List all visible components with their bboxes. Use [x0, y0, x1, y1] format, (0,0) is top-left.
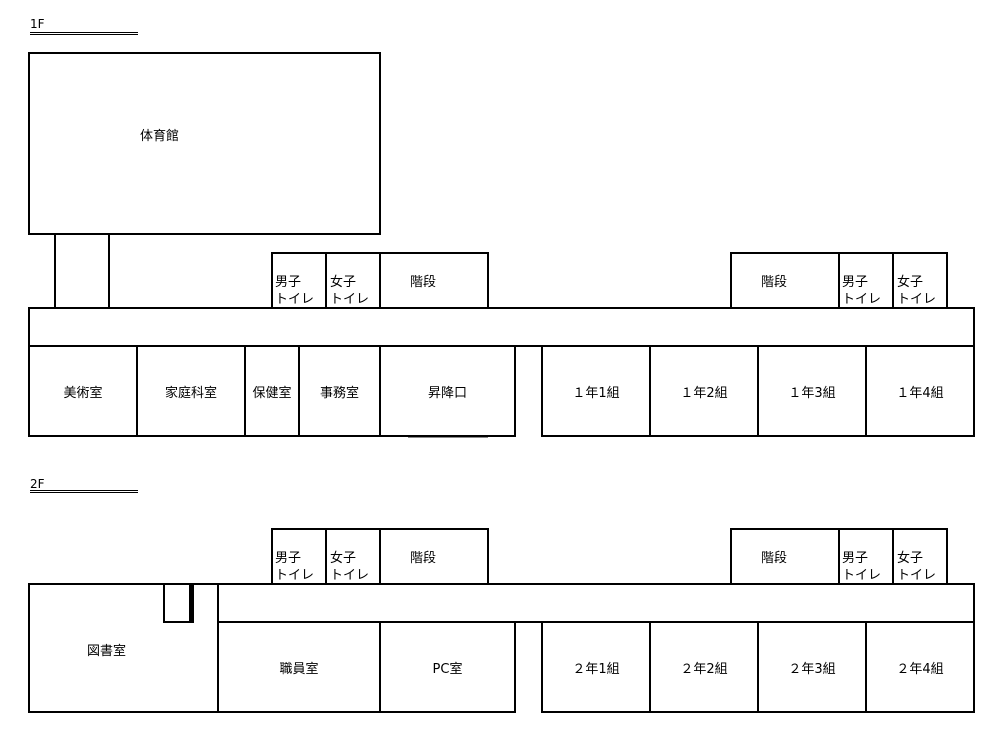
class-2-1[interactable]: ２年1組 [541, 621, 651, 713]
stairs-label: 階段 [410, 275, 437, 290]
class-1-4[interactable]: １年4組 [865, 345, 975, 437]
room-label: ２年3組 [788, 661, 836, 677]
toilet-label-sub: トイレ [897, 292, 937, 307]
floor-2-underline [30, 490, 138, 493]
room-label: ２年1組 [572, 661, 620, 677]
home-economics-room[interactable]: 家庭科室 [136, 345, 246, 437]
toilet-label-sub: トイレ [330, 292, 370, 307]
gym-label: 体育館 [140, 129, 180, 144]
floor1-toilet-male-left[interactable]: 男子 トイレ [271, 252, 327, 309]
room-label: ２年2組 [680, 661, 728, 677]
gym-connector-left [54, 234, 56, 309]
toilet-label: 男子 [842, 275, 869, 290]
floor2-toilet-male-left[interactable]: 男子 トイレ [271, 528, 327, 585]
room-label: 保健室 [252, 385, 292, 401]
floor2-toilet-female-right[interactable]: 女子 トイレ [892, 528, 948, 585]
class-1-3[interactable]: １年3組 [757, 345, 867, 437]
room-label: 事務室 [319, 385, 359, 401]
toilet-label: 女子 [897, 275, 924, 290]
staff-room[interactable]: 職員室 [217, 621, 381, 713]
room-label: １年4組 [896, 385, 944, 401]
corridor-partition [189, 583, 191, 623]
art-room[interactable]: 美術室 [28, 345, 138, 437]
floor-1-underline [30, 32, 138, 35]
nurse-room[interactable]: 保健室 [244, 345, 300, 437]
toilet-label: 男子 [275, 275, 302, 290]
floor1-stairs-right[interactable]: 階段 [730, 252, 840, 309]
entrance-doorway [408, 437, 488, 438]
toilet-label: 男子 [842, 551, 869, 566]
floor1-toilet-female-right[interactable]: 女子 トイレ [892, 252, 948, 309]
floor-2-label: 2F [30, 477, 45, 491]
library-corridor-joint [163, 583, 193, 623]
floor-1-label: 1F [30, 17, 45, 31]
room-label: １年1組 [572, 385, 620, 401]
toilet-label-sub: トイレ [275, 568, 315, 583]
floor1-stairs-left[interactable]: 階段 [379, 252, 489, 309]
class-2-4[interactable]: ２年4組 [865, 621, 975, 713]
toilet-label: 女子 [897, 551, 924, 566]
office-room[interactable]: 事務室 [298, 345, 381, 437]
pc-room[interactable]: PC室 [379, 621, 516, 713]
room-label: 美術室 [63, 385, 103, 401]
corridor-partition [193, 583, 194, 623]
room-label: 図書室 [87, 644, 127, 659]
stairs-label: 階段 [761, 275, 788, 290]
stairs-label: 階段 [410, 551, 437, 566]
toilet-label-sub: トイレ [275, 292, 315, 307]
room-label: ２年4組 [896, 661, 944, 677]
room-label: １年3組 [788, 385, 836, 401]
class-2-2[interactable]: ２年2組 [649, 621, 759, 713]
gym-connector-right [108, 234, 110, 309]
floor2-stairs-left[interactable]: 階段 [379, 528, 489, 585]
toilet-label: 女子 [330, 551, 357, 566]
floor2-stairs-right[interactable]: 階段 [730, 528, 840, 585]
toilet-label-sub: トイレ [897, 568, 937, 583]
floor1-corridor[interactable] [28, 307, 975, 347]
room-label: 家庭科室 [164, 385, 217, 401]
room-label: PC室 [432, 661, 463, 677]
toilet-label: 女子 [330, 275, 357, 290]
entrance[interactable]: 昇降口 [379, 345, 516, 437]
floor2-toilet-female-left[interactable]: 女子 トイレ [325, 528, 381, 585]
floor1-toilet-male-right[interactable]: 男子 トイレ [838, 252, 894, 309]
gym-room[interactable]: 体育館 [28, 52, 381, 235]
floor2-toilet-male-right[interactable]: 男子 トイレ [838, 528, 894, 585]
stairs-label: 階段 [761, 551, 788, 566]
library-room[interactable]: 図書室 [28, 583, 219, 713]
floor1-toilet-female-left[interactable]: 女子 トイレ [325, 252, 381, 309]
toilet-label: 男子 [275, 551, 302, 566]
class-2-3[interactable]: ２年3組 [757, 621, 867, 713]
room-label: 昇降口 [427, 385, 467, 401]
class-1-2[interactable]: １年2組 [649, 345, 759, 437]
toilet-label-sub: トイレ [842, 568, 882, 583]
class-1-1[interactable]: １年1組 [541, 345, 651, 437]
room-label: 職員室 [279, 661, 319, 677]
room-label: １年2組 [680, 385, 728, 401]
toilet-label-sub: トイレ [842, 292, 882, 307]
toilet-label-sub: トイレ [330, 568, 370, 583]
floor2-corridor[interactable] [163, 583, 975, 623]
